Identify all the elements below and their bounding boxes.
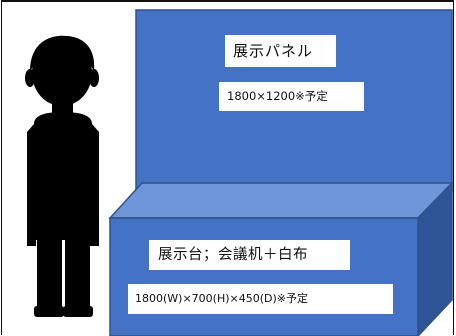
person-silhouette-icon: [25, 35, 99, 317]
display-table-top: [108, 182, 454, 219]
panel-size-label: 1800×1200※予定: [219, 82, 364, 111]
table-size-label: 1800(W)×700(H)×450(D)※予定: [128, 284, 393, 314]
display-table-front: [109, 217, 419, 336]
table-title-label: 展示台；会議机＋白布: [149, 240, 350, 270]
panel-title-label: 展示パネル: [225, 35, 336, 67]
